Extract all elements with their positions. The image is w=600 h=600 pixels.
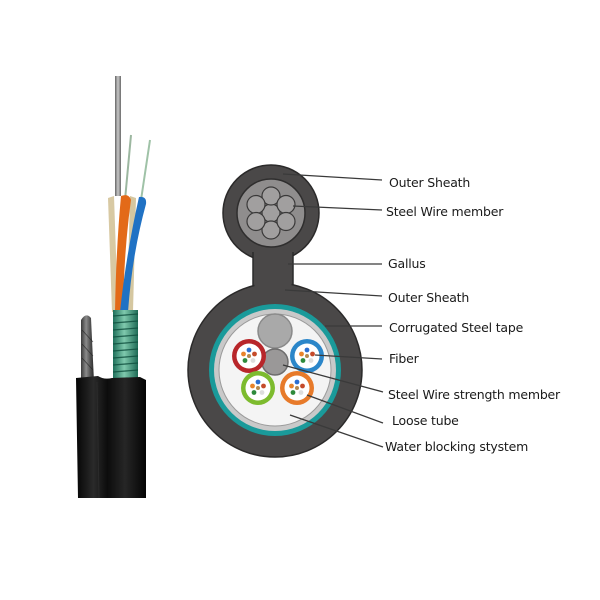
label-corrugated-steel-tape: Corrugated Steel tape (389, 320, 524, 335)
leader-lines (282, 173, 384, 448)
blue-loose-tube (120, 196, 147, 312)
label-steel-wire-strength-member: Steel Wire strength member (388, 387, 560, 402)
steel-wire-strength-member (261, 348, 289, 376)
orange-loose-tube (115, 195, 131, 312)
label-outer-sheath-bottom: Outer Sheath (388, 290, 470, 305)
label-loose-tube: Loose tube (392, 413, 459, 428)
black-outer-jacket (76, 376, 146, 498)
filler-rod (257, 313, 293, 349)
filler-tube (108, 196, 118, 312)
label-fiber: Fiber (389, 351, 419, 366)
label-outer-sheath-top: Outer Sheath (389, 175, 471, 190)
label-gallus: Gallus (388, 256, 426, 271)
fiber-strand (124, 134, 132, 201)
steel-wire-member (236, 178, 306, 248)
fibers (241, 347, 315, 395)
fiber-strand (140, 139, 151, 201)
label-water-blocking-system: Water blocking stystem (385, 439, 529, 454)
armor-ridges (112, 313, 139, 373)
central-steel-rod (115, 76, 121, 196)
label-steel-wire-member: Steel Wire member (386, 204, 504, 219)
